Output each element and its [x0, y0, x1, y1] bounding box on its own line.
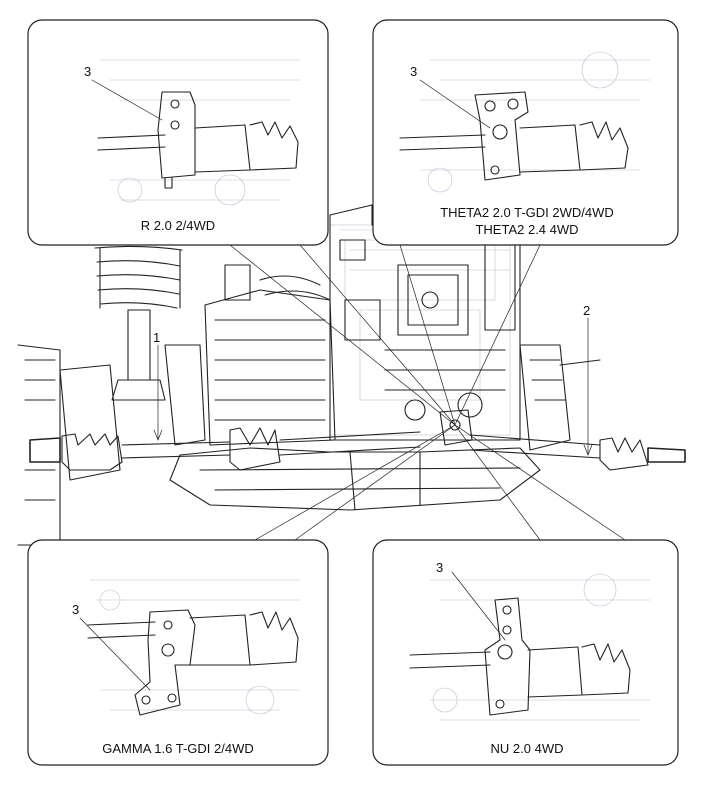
center-bracket — [439, 409, 473, 446]
callout-r20: 3 R 2.0 2/4WD — [27, 19, 329, 246]
callout-gamma: 3 GAMMA 1.6 T-GDI 2/4WD — [27, 539, 329, 766]
label-1: 1 — [153, 330, 160, 345]
callout-theta2: 3 THETA2 2.0 T-GDI 2WD/4WD THETA2 2.4 4W… — [372, 19, 679, 246]
callout-theta2-number: 3 — [410, 64, 417, 79]
callout-nu20-label: NU 2.0 4WD — [491, 741, 564, 756]
left-drive-shaft — [29, 427, 421, 471]
callout-theta2-label: THETA2 2.0 T-GDI 2WD/4WD — [440, 205, 614, 220]
left-strut — [94, 245, 183, 401]
callout-nu20: 3 NU 2.0 4WD — [372, 539, 679, 766]
callout-r20-number: 3 — [84, 64, 91, 79]
callout-r20-label: R 2.0 2/4WD — [141, 218, 215, 233]
callout-theta2-label2: THETA2 2.4 4WD — [475, 222, 578, 237]
callout-nu20-number: 3 — [436, 560, 443, 575]
label-2: 2 — [583, 303, 590, 318]
main-assembly — [17, 204, 686, 546]
callout-gamma-label: GAMMA 1.6 T-GDI 2/4WD — [102, 741, 253, 756]
right-drive-shaft — [469, 434, 686, 471]
callout-gamma-number: 3 — [72, 602, 79, 617]
